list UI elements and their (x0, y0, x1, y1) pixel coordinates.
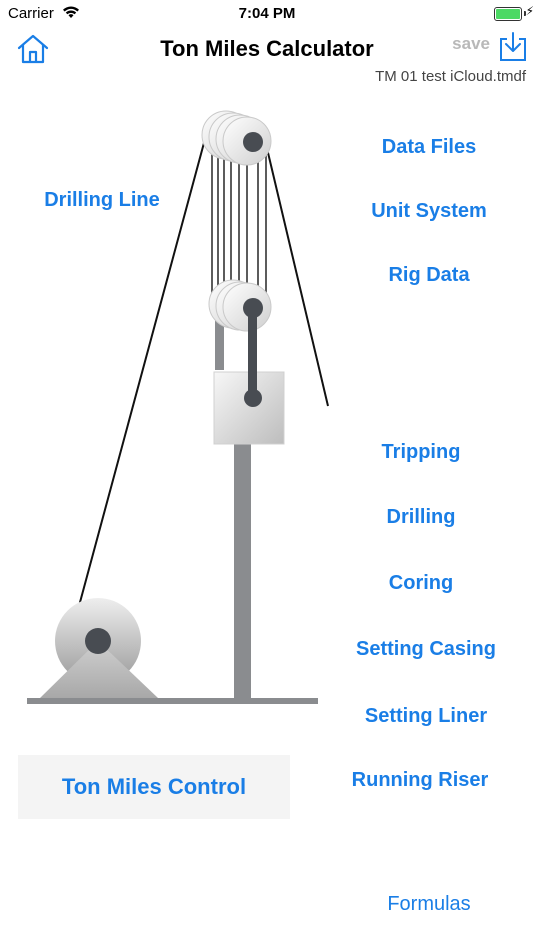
hook-link (248, 308, 257, 400)
wifi-icon (63, 6, 80, 18)
crown-block (201, 110, 272, 166)
menu-tripping[interactable]: Tripping (381, 441, 461, 463)
dead-line (264, 139, 329, 407)
menu-rig-data[interactable]: Rig Data (388, 264, 470, 286)
rig-diagram (27, 110, 329, 704)
battery-cap (524, 11, 526, 16)
status-bar: Carrier 7:04 PM ⚡ (0, 0, 534, 28)
ton-miles-control-label: Ton Miles Control (61, 774, 247, 799)
home-icon[interactable] (16, 33, 50, 65)
menu-setting-casing[interactable]: Setting Casing (355, 638, 496, 660)
traveling-post (215, 300, 224, 370)
save-button[interactable]: save (452, 34, 490, 53)
drilling-line (78, 127, 209, 607)
drawworks (40, 598, 158, 698)
menu-data-files[interactable]: Data Files (381, 136, 477, 158)
file-name: TM 01 test iCloud.tmdf (375, 68, 526, 85)
menu-unit-system[interactable]: Unit System (371, 200, 487, 222)
page-title: Ton Miles Calculator (160, 36, 374, 61)
carrier-label: Carrier (8, 5, 80, 22)
ton-miles-control-button[interactable]: Ton Miles Control (18, 755, 290, 819)
menu-running-riser[interactable]: Running Riser (351, 769, 489, 791)
menu-drilling[interactable]: Drilling (386, 506, 456, 528)
drilling-line-label[interactable]: Drilling Line (44, 189, 160, 211)
menu-coring[interactable]: Coring (388, 572, 454, 594)
charging-icon: ⚡ (525, 4, 534, 18)
menu-setting-liner[interactable]: Setting Liner (364, 705, 488, 727)
traveling-block (208, 279, 272, 332)
battery-icon (494, 7, 522, 21)
derrick-post (234, 440, 251, 699)
status-time: 7:04 PM (238, 5, 296, 22)
formulas-link[interactable]: Formulas (387, 893, 471, 915)
rig-floor (27, 698, 318, 704)
share-icon[interactable] (498, 31, 528, 63)
